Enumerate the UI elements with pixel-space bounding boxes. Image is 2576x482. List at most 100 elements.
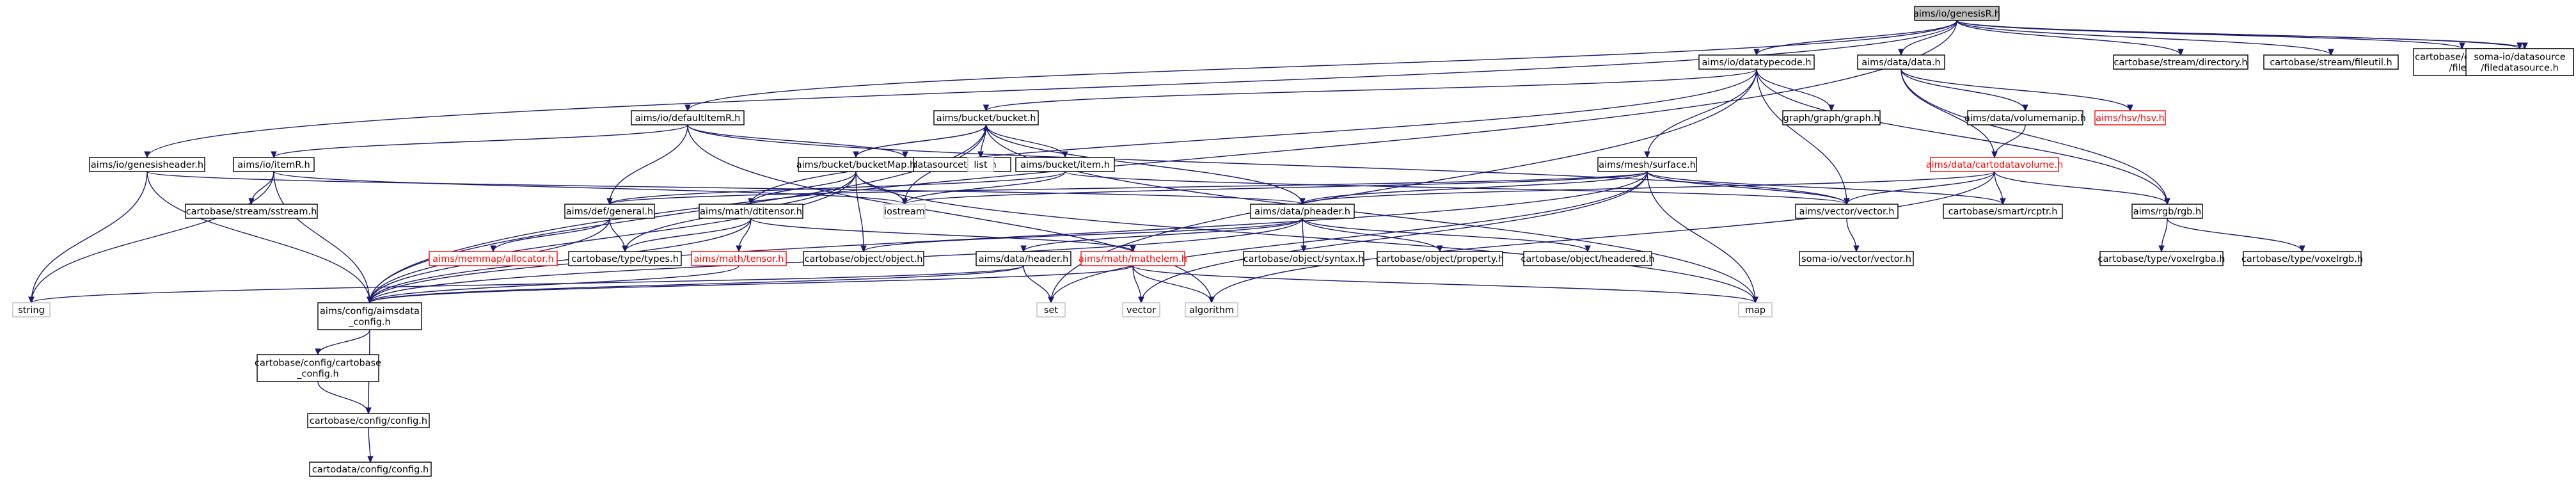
node-types[interactable]: cartobase/type/types.h xyxy=(568,251,682,266)
node-data[interactable]: aims/data/data.h xyxy=(1857,54,1945,70)
node-label: aims/io/datatypecode.h xyxy=(1702,58,1811,68)
edge-arrowhead xyxy=(2522,42,2528,50)
node-hsv[interactable]: aims/hsv/hsv.h xyxy=(2094,110,2166,125)
node-property[interactable]: cartobase/object/property.h xyxy=(1376,251,1504,266)
dependency-edge xyxy=(273,171,905,205)
dependency-edge xyxy=(1956,20,2181,56)
node-somavector[interactable]: soma-io/vector/vector.h xyxy=(1799,251,1914,266)
node-label: iostream xyxy=(884,207,925,217)
node-itemr[interactable]: aims/io/itemR.h xyxy=(233,157,315,172)
node-general[interactable]: aims/def/general.h xyxy=(564,204,655,219)
node-cartodatavolume[interactable]: aims/data/cartodatavolume.h xyxy=(1926,157,2064,172)
node-label: cartobase/object/object.h xyxy=(805,254,923,264)
node-bucketmap[interactable]: aims/bucket/bucketMap.h xyxy=(796,157,915,172)
node-voxelrgb[interactable]: cartobase/type/voxelrgb.h xyxy=(2241,251,2363,266)
node-genesisr[interactable]: aims/io/genesisR.h xyxy=(1913,6,2000,21)
node-label: string xyxy=(18,305,45,316)
node-tensor[interactable]: aims/math/tensor.h xyxy=(691,251,787,266)
node-box xyxy=(883,204,926,219)
dependency-edge xyxy=(2167,218,2303,252)
dependency-edge xyxy=(31,265,1024,303)
node-cartobase-config[interactable]: cartobase/config/cartobase_config.h xyxy=(255,354,381,382)
node-voxelrgba[interactable]: cartobase/type/voxelrgba.h xyxy=(2098,251,2225,266)
node-box xyxy=(1597,157,1697,172)
edge-arrowhead xyxy=(684,104,691,112)
node-bucket[interactable]: aims/bucket/bucket.h xyxy=(933,110,1039,125)
node-label: cartobase/stream/fileutil.h xyxy=(2270,58,2392,68)
node-label: cartobase/config/config.h xyxy=(310,416,427,426)
edge-arrowhead xyxy=(606,198,613,205)
nodes-layer: aims/io/genesisR.h aims/io/genesisheader.… xyxy=(12,6,2574,477)
edge-arrowhead xyxy=(1048,296,1054,304)
node-directory[interactable]: cartobase/stream/directory.h xyxy=(2113,54,2248,70)
node-label: algorithm xyxy=(1189,305,1234,316)
node-label: aims/def/general.h xyxy=(566,207,654,217)
node-bucketitem[interactable]: aims/bucket/item.h xyxy=(1015,157,1115,172)
node-sstream[interactable]: cartobase/stream/sstream.h xyxy=(185,204,318,219)
node-headered[interactable]: cartobase/object/headered.h xyxy=(1521,251,1655,266)
node-fileutil[interactable]: cartobase/stream/fileutil.h xyxy=(2263,54,2399,70)
node-box xyxy=(1080,251,1185,266)
node-box xyxy=(1250,204,1355,219)
node-box xyxy=(568,251,682,266)
node-set[interactable]: set xyxy=(1036,302,1066,317)
edge-arrowhead xyxy=(1753,49,1760,56)
node-label: aims/bucket/bucket.h xyxy=(936,113,1036,124)
node-box xyxy=(1930,157,2059,172)
node-pheader[interactable]: aims/data/pheader.h xyxy=(1250,204,1355,219)
node-label: aims/data/volumemanip.h xyxy=(1964,113,2086,124)
node-cb-config[interactable]: cartobase/config/config.h xyxy=(307,413,430,428)
node-vector[interactable]: aims/vector/vector.h xyxy=(1795,204,1899,219)
edge-arrowhead xyxy=(1437,245,1443,253)
node-defaultitemr[interactable]: aims/io/defaultItemR.h xyxy=(631,110,745,125)
dependency-edge xyxy=(1050,171,1648,303)
edge-arrowhead xyxy=(1844,198,1850,205)
node-graph[interactable]: graph/graph/graph.h xyxy=(1782,110,1881,125)
node-rgb[interactable]: aims/rgb/rgb.h xyxy=(2131,204,2203,219)
edge-arrowhead xyxy=(1130,245,1136,253)
node-label: soma-io/datasource xyxy=(2474,52,2565,63)
node-string[interactable]: string xyxy=(12,302,51,317)
node-list[interactable]: list xyxy=(967,157,994,172)
node-aimsdata-config[interactable]: aims/config/aimsdata_config.h xyxy=(317,302,422,330)
dependency-edge xyxy=(609,171,1648,205)
dependency-edge xyxy=(1994,124,2026,158)
node-genesisheader[interactable]: aims/io/genesisheader.h xyxy=(89,157,205,172)
node-syntax[interactable]: cartobase/object/syntax.h xyxy=(1243,251,1364,266)
dependency-edge xyxy=(855,171,1756,303)
dependency-edge xyxy=(1956,20,2332,56)
node-box xyxy=(1738,302,1773,317)
node-iostream[interactable]: iostream xyxy=(883,204,926,219)
dependency-edge xyxy=(146,171,370,303)
node-box xyxy=(1782,110,1881,125)
node-dtitensor[interactable]: aims/math/dtitensor.h xyxy=(699,204,803,219)
node-map[interactable]: map xyxy=(1738,302,1773,317)
node-label: cartobase/type/types.h xyxy=(571,254,679,264)
node-box xyxy=(1015,157,1115,172)
node-box xyxy=(1185,302,1238,317)
node-surface[interactable]: aims/mesh/surface.h xyxy=(1597,157,1697,172)
edge-arrowhead xyxy=(144,151,150,159)
node-box xyxy=(2099,251,2224,266)
dependency-edge xyxy=(1647,171,1756,303)
dependency-edge xyxy=(687,20,1957,111)
node-label: cartobase/config/cartobase xyxy=(255,358,381,369)
node-mathelem[interactable]: aims/math/mathelem.h xyxy=(1079,251,1187,266)
node-smart-rcptr[interactable]: cartobase/smart/rcptr.h xyxy=(1943,204,2063,219)
node-datatypecode[interactable]: aims/io/datatypecode.h xyxy=(1698,54,1815,70)
node-allocator[interactable]: aims/memmap/allocator.h xyxy=(429,251,558,266)
edge-arrowhead xyxy=(1300,245,1307,253)
dependency-edge xyxy=(1956,20,2520,49)
dependency-edge xyxy=(273,171,370,303)
dependency-edge xyxy=(1302,218,1441,252)
node-volumemanip[interactable]: aims/data/volumemanip.h xyxy=(1964,110,2086,125)
node-filedatasource[interactable]: soma-io/datasource/filedatasource.h xyxy=(2465,48,2574,76)
node-stdvector[interactable]: vector xyxy=(1122,302,1160,317)
node-header[interactable]: aims/data/header.h xyxy=(976,251,1071,266)
node-box xyxy=(631,110,745,125)
dependency-edge xyxy=(1211,171,1995,303)
node-object[interactable]: cartobase/object/object.h xyxy=(803,251,924,266)
node-algorithm[interactable]: algorithm xyxy=(1185,302,1238,317)
node-label: aims/io/genesisheader.h xyxy=(91,160,203,170)
node-cartodata-config[interactable]: cartodata/config/config.h xyxy=(309,462,432,477)
